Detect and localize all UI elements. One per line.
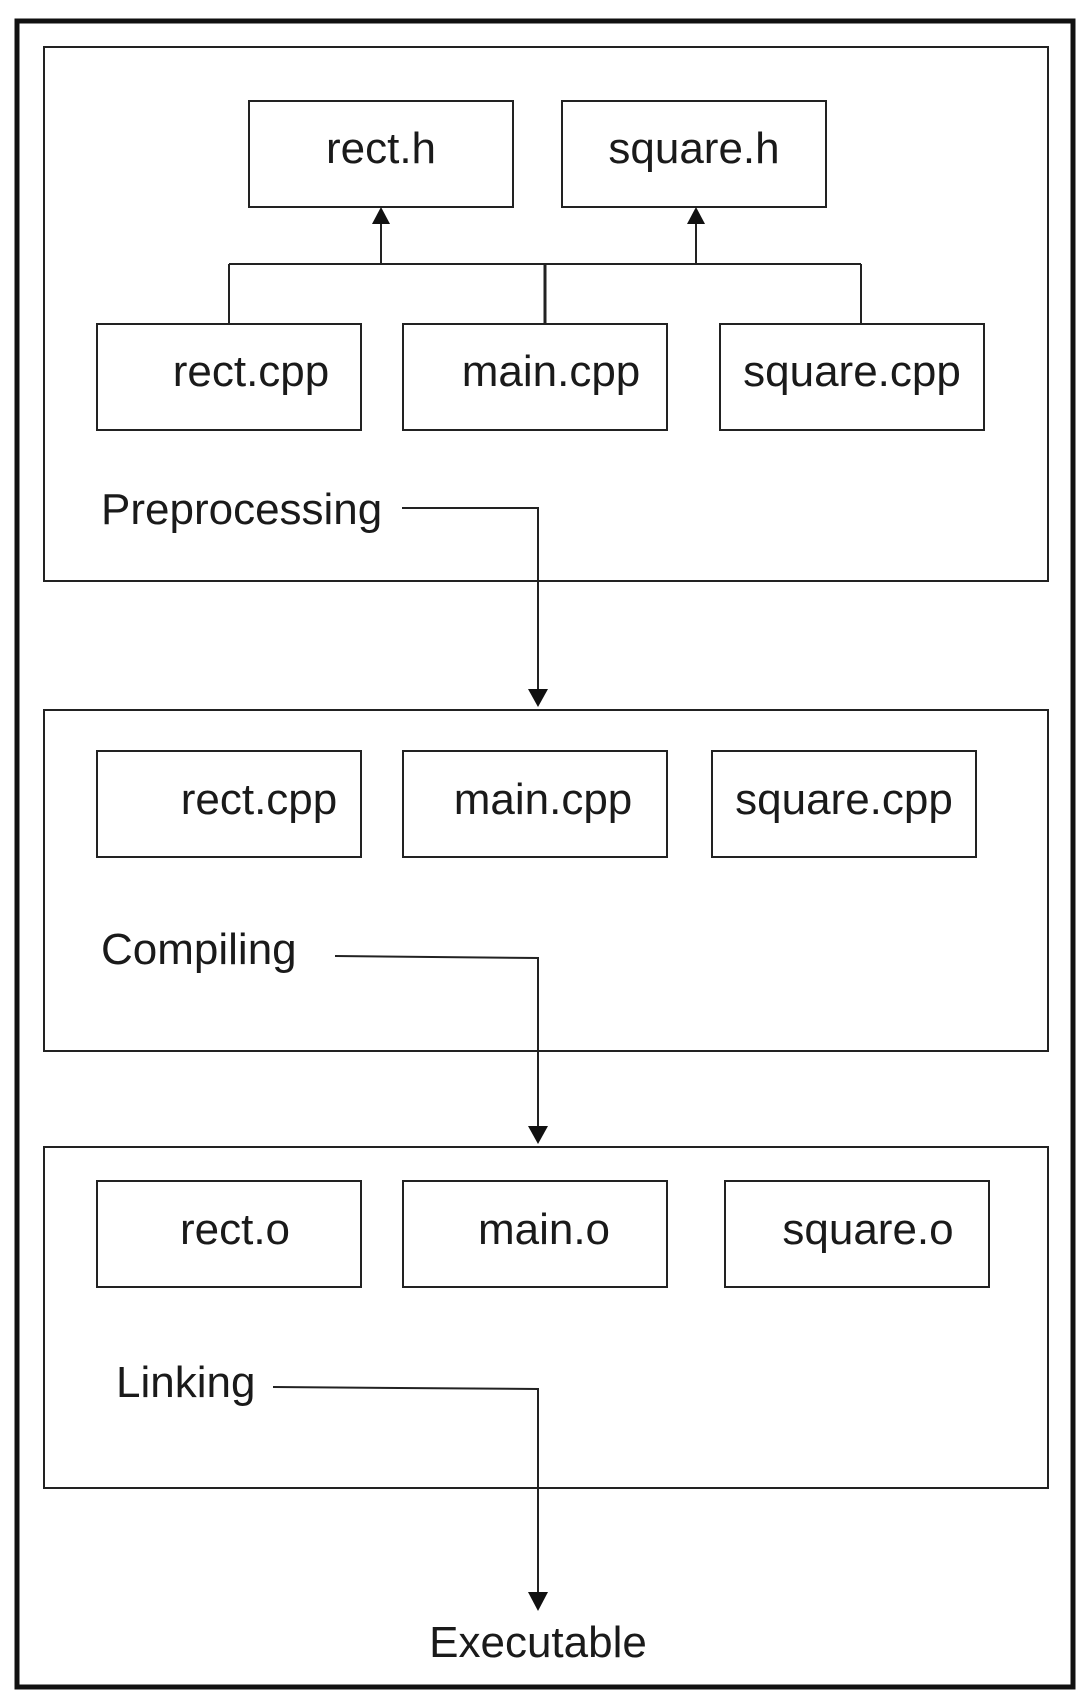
preprocessing-frame <box>43 46 1049 582</box>
stage-label-compiling: Compiling <box>101 925 297 974</box>
source-label-rect-cpp: rect.cpp <box>173 347 330 396</box>
link-label-square-o: square.o <box>782 1205 953 1254</box>
source-label-square-cpp: square.cpp <box>743 347 961 396</box>
include-arrowhead-rect-h <box>372 207 390 224</box>
compile-label-main-cpp: main.cpp <box>454 775 633 824</box>
header-box-square-h <box>561 100 827 208</box>
header-label-square-h: square.h <box>608 124 779 173</box>
compile-label-square-cpp: square.cpp <box>735 775 953 824</box>
link-box-square-o <box>724 1180 990 1288</box>
include-arrowhead-square-h <box>687 207 705 224</box>
link-box-rect-o <box>96 1180 362 1288</box>
compiling-stage: rect.cpp main.cpp square.cpp Compiling <box>43 709 1049 1052</box>
flow-arrowhead-compiling-to-linking <box>528 1126 548 1144</box>
link-box-main-o <box>402 1180 668 1288</box>
outer-frame <box>14 18 1076 1690</box>
source-box-main-cpp <box>402 323 668 431</box>
link-label-main-o: main.o <box>478 1205 610 1254</box>
compile-box-rect-cpp <box>96 750 362 858</box>
source-label-main-cpp: main.cpp <box>462 347 641 396</box>
header-label-rect-h: rect.h <box>326 124 436 173</box>
compile-label-rect-cpp: rect.cpp <box>181 775 338 824</box>
source-box-rect-cpp <box>96 323 362 431</box>
source-box-square-cpp <box>719 323 985 431</box>
linking-stage: rect.o main.o square.o Linking <box>43 1146 1049 1489</box>
compile-box-square-cpp <box>711 750 977 858</box>
linking-frame <box>43 1146 1049 1489</box>
flow-arrow-linking-to-executable <box>272 1386 539 1593</box>
link-label-rect-o: rect.o <box>180 1205 290 1254</box>
stage-label-linking: Linking <box>116 1358 255 1407</box>
flow-arrowhead-preprocessing-to-compiling <box>528 689 548 707</box>
output-label-executable: Executable <box>429 1618 647 1667</box>
preprocessing-stage: rect.h square.h rect.cpp main.cpp square… <box>43 46 1049 582</box>
flow-arrow-compiling-to-linking <box>334 955 539 1127</box>
flow-arrowhead-linking-to-executable <box>528 1592 548 1611</box>
compile-box-main-cpp <box>402 750 668 858</box>
header-box-rect-h <box>248 100 514 208</box>
flow-arrow-preprocessing-to-compiling <box>402 507 539 690</box>
stage-label-preprocessing: Preprocessing <box>101 485 382 534</box>
compiling-frame <box>43 709 1049 1052</box>
